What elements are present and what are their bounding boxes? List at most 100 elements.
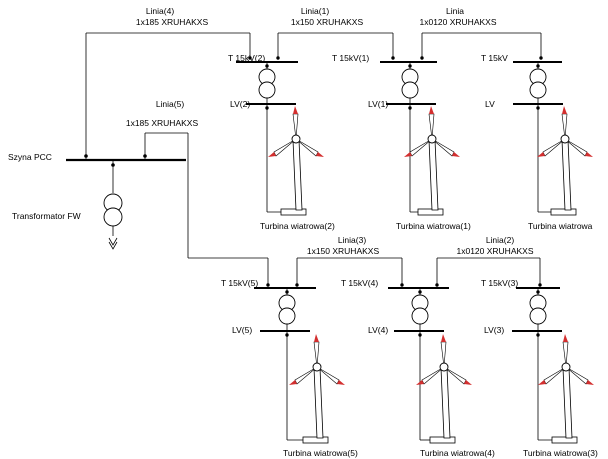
turbine-tower <box>313 367 324 439</box>
line-name: Linia(5) <box>156 99 185 109</box>
generation-unit: T 15kV LV Turbina wiatrowa <box>481 53 593 231</box>
turbine-tower <box>292 139 303 211</box>
turbine-blade-tip <box>404 152 412 157</box>
generation-unit: T 15kV(4) LV(4) Turbina wiatrowa(4) <box>341 278 495 458</box>
turbine-hub <box>291 134 301 144</box>
hv-bus-label: T 15kV(5) <box>221 278 258 288</box>
turbine-label: Turbina wiatrowa(5) <box>283 448 358 458</box>
line-labels: Linia(4) 1x185 XRUHAKXS Linia(1) 1x150 X… <box>126 6 534 256</box>
lv-bus-label: LV <box>485 99 495 109</box>
breaker-node <box>538 283 542 287</box>
line-name: Linia <box>446 6 464 16</box>
turbine-hub <box>560 134 570 144</box>
turbine-label: Turbina wiatrowa(1) <box>396 221 471 231</box>
breaker-node <box>408 106 412 110</box>
turbine-hub <box>427 134 437 144</box>
breaker-node <box>265 64 269 68</box>
turbine-blade-tip <box>316 152 324 157</box>
lv-bus-label: LV(5) <box>232 325 252 335</box>
line-name: Linia(1) <box>301 6 330 16</box>
transformer-coil-lv <box>103 207 123 227</box>
lv-bus-label: LV(1) <box>368 99 388 109</box>
breaker-node <box>285 333 289 337</box>
breaker-node <box>536 64 540 68</box>
line-cable: 1x185 XRUHAKXS <box>136 17 209 27</box>
turbine-base <box>429 436 456 444</box>
turbine-tower <box>440 367 451 439</box>
hv-bus-label: T 15kV(2) <box>228 53 265 63</box>
transformer-coil-lv <box>401 81 419 99</box>
top-row-connections <box>249 32 542 58</box>
hv-bus-label: T 15kV <box>481 53 508 63</box>
hv-bus-label: T 15kV(3) <box>481 278 518 288</box>
generation-unit: T 15kV(5) LV(5) Turbina wiatrowa(5) <box>221 278 358 458</box>
turbine-blade-tip <box>537 152 545 157</box>
line-cable: 1x150 XRUHAKXS <box>307 246 380 256</box>
lv-bus-label: LV(2) <box>230 99 250 109</box>
pcc-bus-label: Szyna PCC <box>8 152 52 162</box>
turbine-label: Turbina wiatrowa(4) <box>420 448 495 458</box>
line-name: Linia(2) <box>486 235 515 245</box>
breaker-node <box>408 64 412 68</box>
pcc-bus-group: Szyna PCC <box>8 32 268 259</box>
line-cable: 1x185 XRUHAKXS <box>126 118 199 128</box>
turbine-blade-tip <box>441 334 446 342</box>
turbine-label: Turbina wiatrowa <box>528 221 593 231</box>
turbine-tower <box>561 139 572 211</box>
bottom-row-connections <box>267 257 541 285</box>
turbine-base <box>302 436 329 444</box>
turbine-label: Turbina wiatrowa(3) <box>523 448 598 458</box>
turbine-blade-tip <box>538 380 546 385</box>
turbine-hub <box>561 362 571 372</box>
breaker-node <box>266 283 270 287</box>
transformer-coil-lv <box>529 307 547 325</box>
breaker-node <box>391 56 395 60</box>
turbine-blade-tip <box>585 152 593 157</box>
breaker-node <box>295 283 299 287</box>
breaker-node <box>276 56 280 60</box>
turbine-blade-tip <box>586 380 594 385</box>
turbine-hub <box>312 362 322 372</box>
line-cable: 1x0120 XRUHAKXS <box>419 17 496 27</box>
lv-bus-label: LV(3) <box>484 325 504 335</box>
breaker-node <box>435 283 439 287</box>
breaker-node <box>536 290 540 294</box>
breaker-node <box>536 333 540 337</box>
turbine-blade-tip <box>429 106 434 114</box>
breaker-node <box>400 283 404 287</box>
turbine-blade-tip <box>464 380 472 385</box>
line-name: Linia(4) <box>146 6 175 16</box>
hv-bus-label: T 15kV(1) <box>332 53 369 63</box>
turbine-base <box>280 208 307 216</box>
turbine-tower <box>562 367 573 439</box>
turbine-tower <box>428 139 439 211</box>
turbine-blade-tip <box>563 334 568 342</box>
breaker-node <box>285 290 289 294</box>
generation-unit: T 15kV(1) LV(1) Turbina wiatrowa(1) <box>332 53 471 231</box>
breaker-node <box>84 154 88 158</box>
fw-transformer: Transformator FW <box>12 193 123 250</box>
generation-unit: T 15kV(2) LV(2) Turbina wiatrowa(2) <box>228 53 335 231</box>
line-cable: 1x150 XRUHAKXS <box>291 17 364 27</box>
breaker-node <box>265 106 269 110</box>
breaker-node <box>418 333 422 337</box>
turbine-blade-tip <box>268 152 276 157</box>
turbine-blade-tip <box>314 334 319 342</box>
turbine-hub <box>439 362 449 372</box>
hv-bus-label: T 15kV(4) <box>341 278 378 288</box>
lv-bus-label: LV(4) <box>368 325 388 335</box>
turbine-base <box>550 208 577 216</box>
breaker-node <box>111 163 115 167</box>
breaker-node <box>248 56 252 60</box>
breaker-node <box>420 56 424 60</box>
breaker-node <box>539 56 543 60</box>
breaker-node <box>143 154 147 158</box>
load-arrow-icon <box>108 237 118 250</box>
breaker-node <box>536 106 540 110</box>
turbine-blade-tip <box>562 106 567 114</box>
turbine-blade-tip <box>293 106 298 114</box>
transformer-coil-lv <box>258 81 276 99</box>
turbine-base <box>551 436 578 444</box>
turbine-blade-tip <box>416 380 424 385</box>
turbine-label: Turbina wiatrowa(2) <box>260 221 335 231</box>
